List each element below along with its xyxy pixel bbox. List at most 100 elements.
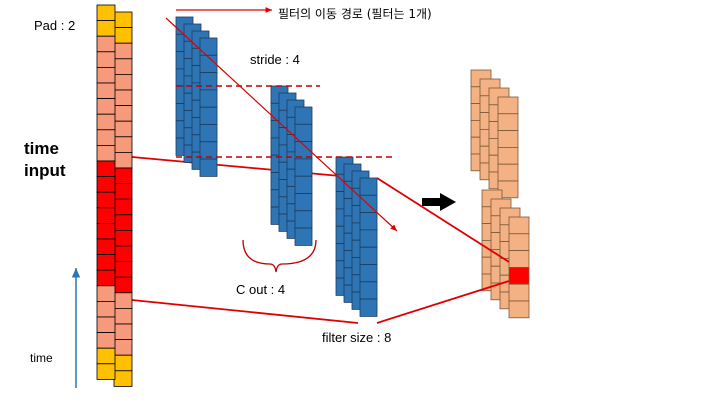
filter-cell <box>199 37 218 56</box>
input-cell <box>96 285 116 302</box>
filter-cell <box>359 246 378 265</box>
input-cell <box>96 144 116 162</box>
output-cell <box>508 216 530 235</box>
input-cell <box>96 35 116 53</box>
input-cell <box>96 300 116 318</box>
highlighted-input-cell <box>96 269 116 287</box>
pad-label: Pad : 2 <box>34 18 75 33</box>
pad-cell <box>113 27 133 44</box>
highlighted-input-cell <box>113 198 133 216</box>
highlighted-output-cell <box>508 266 530 285</box>
output-channel <box>508 216 530 319</box>
connector-filter-to-output-bottom <box>376 280 510 324</box>
filter-stack <box>270 85 313 246</box>
output-cell <box>508 283 530 302</box>
filter-channel <box>359 177 378 317</box>
filter-cell <box>294 158 313 177</box>
output-stacks <box>470 69 530 319</box>
input-cell <box>113 151 133 169</box>
output-stack <box>481 189 530 319</box>
output-cell <box>508 300 530 319</box>
output-stack <box>470 69 519 199</box>
highlighted-input-cell <box>113 245 133 263</box>
highlighted-input-cell <box>96 222 116 240</box>
output-cell <box>497 180 519 199</box>
filter-cell <box>294 193 313 212</box>
input-cell <box>113 120 133 138</box>
output-cell <box>508 233 530 252</box>
filter-cell <box>359 177 378 196</box>
input-cell <box>96 113 116 131</box>
input-cell <box>113 89 133 107</box>
filter-cell <box>359 298 378 317</box>
input-cell <box>113 292 133 309</box>
highlighted-input-cell <box>96 207 116 224</box>
output-cell <box>497 113 519 132</box>
c-out-label: C out : 4 <box>236 282 285 297</box>
input-cell <box>113 58 133 75</box>
highlighted-input-cell <box>113 229 133 247</box>
pad-cell <box>96 20 116 37</box>
highlighted-input-cell <box>113 183 133 200</box>
filter-cell <box>199 158 218 177</box>
highlighted-input-cell <box>96 238 116 256</box>
connector-lines-front <box>376 177 510 324</box>
input-cell <box>96 129 116 146</box>
filter-cell <box>359 229 378 248</box>
highlighted-input-cell <box>113 167 133 185</box>
input-cell <box>113 136 133 153</box>
pad-cell <box>96 4 116 22</box>
input-column <box>113 11 133 387</box>
input-cell <box>113 105 133 122</box>
highlighted-input-cell <box>113 261 133 278</box>
highlighted-input-cell <box>96 254 116 271</box>
filter-cell <box>199 124 218 143</box>
input-cell <box>113 323 133 341</box>
output-cell <box>497 163 519 182</box>
input-cell <box>96 67 116 84</box>
filter-cell <box>199 89 218 108</box>
filter-cell <box>359 281 378 300</box>
connector-filter-to-output-top <box>376 177 510 263</box>
time-axis-label: time <box>30 351 53 365</box>
input-cell <box>113 42 133 60</box>
output-cell <box>497 130 519 148</box>
input-cell <box>96 332 116 349</box>
input-cell <box>96 98 116 115</box>
pad-cell <box>113 11 133 29</box>
output-cell <box>508 250 530 268</box>
pad-cell <box>113 370 133 387</box>
pad-cell <box>113 354 133 372</box>
filter-cell <box>199 106 218 125</box>
filter-size-label: filter size : 8 <box>322 330 391 345</box>
filter-cell <box>294 227 313 246</box>
filter-cell <box>359 264 378 283</box>
filter-cell <box>199 72 218 91</box>
input-cell <box>96 316 116 334</box>
input-sequence <box>96 4 133 387</box>
filter-cell <box>294 210 313 229</box>
filter-cell <box>359 212 378 231</box>
input-cell <box>113 307 133 325</box>
connector-input-to-filter-bottom <box>131 299 359 324</box>
filter-cell <box>294 106 313 125</box>
filter-stack <box>175 16 218 177</box>
input-cell <box>113 339 133 356</box>
output-channel <box>497 96 519 199</box>
filter-channel <box>199 37 218 177</box>
right-arrow-icon <box>422 193 456 211</box>
highlighted-input-cell <box>96 191 116 209</box>
input-cell <box>113 74 133 91</box>
input-cell <box>96 82 116 100</box>
time-input-label-line2: input <box>24 161 66 180</box>
stride-label: stride : 4 <box>250 52 300 67</box>
filter-channel <box>294 106 313 246</box>
output-cell <box>497 146 519 165</box>
filter-path-arrow-diagonal <box>165 17 398 232</box>
output-cell <box>497 96 519 115</box>
pad-cell <box>96 347 116 365</box>
highlighted-input-cell <box>96 176 116 193</box>
c-out-brace <box>242 239 317 273</box>
